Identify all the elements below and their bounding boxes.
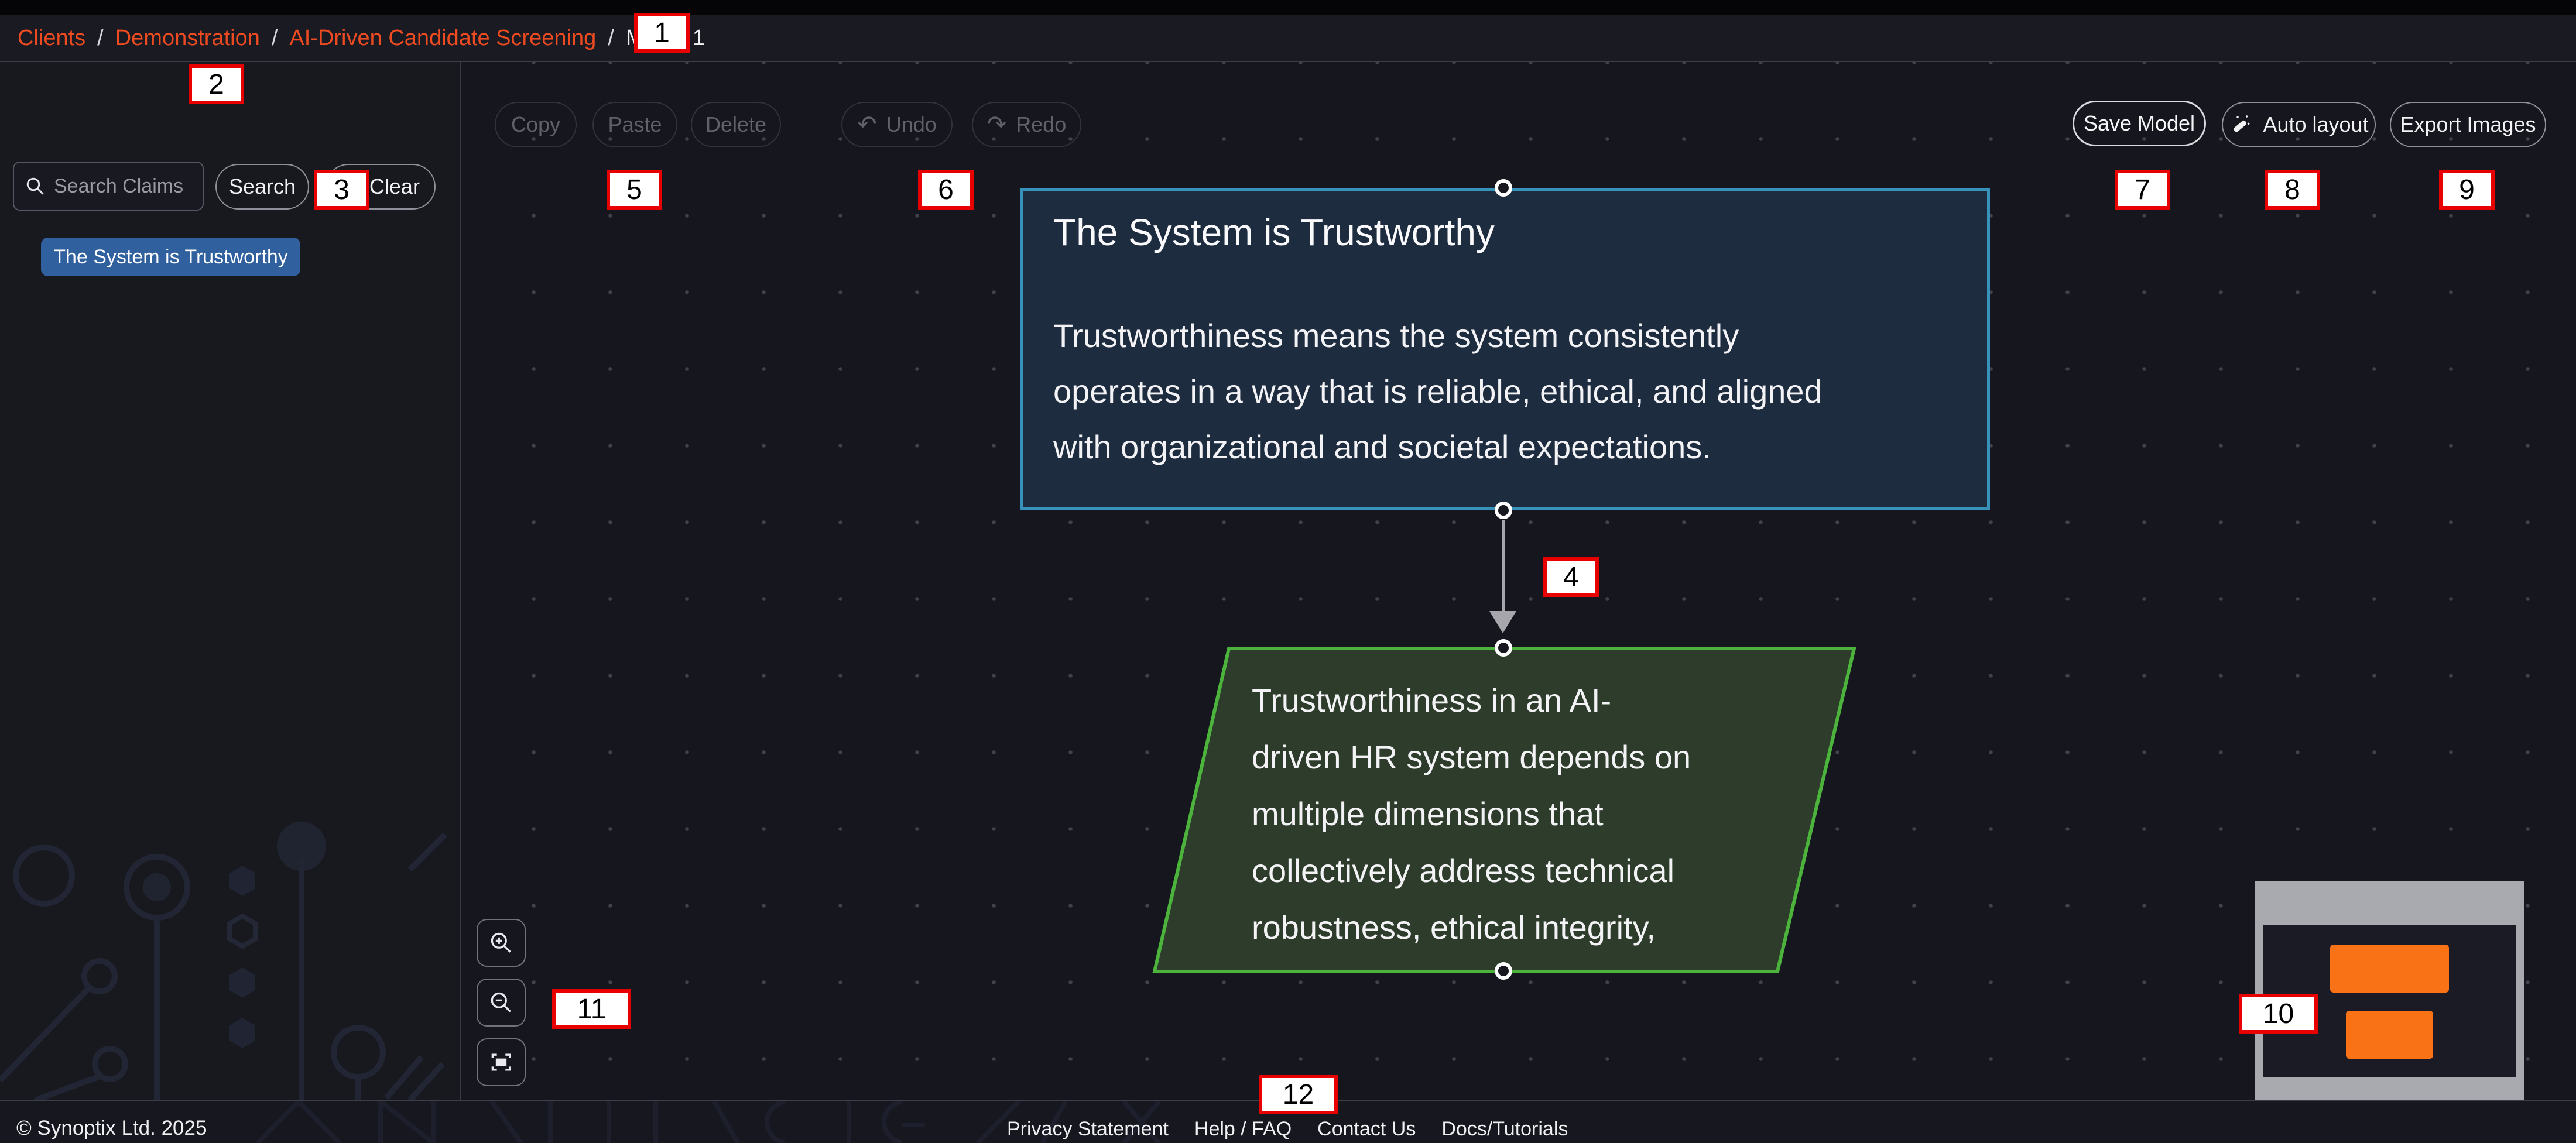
copy-label: Copy <box>511 112 561 136</box>
breadcrumb-clients[interactable]: Clients <box>18 25 86 50</box>
annotation-4: 4 <box>1543 557 1599 597</box>
premise-body-line: driven HR system depends on <box>1252 739 1691 775</box>
redo-button[interactable]: ↷ Redo <box>972 102 1081 147</box>
search-button-label: Search <box>228 174 296 198</box>
magic-wand-icon <box>2229 112 2253 137</box>
clear-button-label: Clear <box>369 174 420 198</box>
claim-bottom-handle[interactable] <box>1495 502 1512 519</box>
breadcrumb-separator: / <box>271 25 278 50</box>
footer-link-help[interactable]: Help / FAQ <box>1194 1118 1292 1140</box>
paste-button[interactable]: Paste <box>592 102 677 147</box>
zoom-out-icon <box>488 990 514 1015</box>
footer-links: Privacy Statement Help / FAQ Contact Us … <box>1007 1118 1568 1141</box>
delete-button[interactable]: Delete <box>691 102 781 147</box>
claim-node-body: Trustworthiness means the system consist… <box>1053 308 1958 475</box>
edge-line[interactable] <box>1502 520 1505 612</box>
annotation-11: 11 <box>552 989 631 1029</box>
annotation-7: 7 <box>2115 170 2170 210</box>
search-icon <box>25 176 46 197</box>
header-bar: Clients / Demonstration / AI-Driven Cand… <box>0 15 2576 61</box>
zoom-in-icon <box>488 930 514 956</box>
sidebar-claim-chip[interactable]: The System is Trustworthy <box>41 238 300 276</box>
undo-label: Undo <box>886 112 937 136</box>
circuit-decoration <box>0 822 447 1100</box>
zoom-out-button[interactable] <box>477 979 526 1027</box>
claim-body-line: operates in a way that is reliable, ethi… <box>1053 373 1823 410</box>
copyright-text: © Synoptix Ltd. 2025 <box>16 1117 207 1139</box>
save-model-button[interactable]: Save Model <box>2073 101 2206 146</box>
claim-top-handle[interactable] <box>1495 179 1512 197</box>
premise-bottom-handle[interactable] <box>1495 962 1512 980</box>
annotation-6: 6 <box>918 170 974 210</box>
auto-layout-label: Auto layout <box>2263 112 2369 136</box>
sidebar: Search ✕ Clear The System is Trustworthy <box>0 62 460 1100</box>
annotation-8: 8 <box>2265 170 2320 210</box>
premise-body-line: Trustworthiness in an AI- <box>1252 682 1612 719</box>
minimap-viewport[interactable] <box>2263 925 2516 1077</box>
search-button[interactable]: Search <box>215 164 309 210</box>
premise-top-handle[interactable] <box>1495 639 1512 657</box>
breadcrumb: Clients / Demonstration / AI-Driven Cand… <box>18 26 705 51</box>
premise-node[interactable] <box>1152 646 1858 974</box>
delete-label: Delete <box>705 112 767 136</box>
claim-node-title: The System is Trustworthy <box>1053 211 1495 253</box>
breadcrumb-demonstration[interactable]: Demonstration <box>115 25 260 50</box>
annotation-1: 1 <box>634 13 690 53</box>
save-model-label: Save Model <box>2083 111 2195 135</box>
undo-button[interactable]: ↶ Undo <box>841 102 953 147</box>
sidebar-divider <box>460 62 461 1100</box>
undo-icon: ↶ <box>857 111 877 138</box>
fit-view-button[interactable] <box>477 1038 526 1086</box>
zoom-in-button[interactable] <box>477 919 526 967</box>
copy-button[interactable]: Copy <box>495 102 577 147</box>
annotation-12: 12 <box>1259 1075 1338 1114</box>
annotation-3: 3 <box>314 170 369 210</box>
minimap-claim-node <box>2330 945 2449 993</box>
export-images-button[interactable]: Export Images <box>2390 102 2546 147</box>
premise-body-line: collectively address technical <box>1252 852 1675 889</box>
top-strip <box>0 0 2576 15</box>
breadcrumb-screening[interactable]: AI-Driven Candidate Screening <box>289 25 597 50</box>
export-images-label: Export Images <box>2400 112 2536 136</box>
header-divider <box>0 61 2576 62</box>
footer-link-docs[interactable]: Docs/Tutorials <box>1441 1118 1568 1140</box>
annotation-10: 10 <box>2239 994 2318 1034</box>
auto-layout-button[interactable]: Auto layout <box>2222 102 2376 147</box>
annotation-9: 9 <box>2439 170 2495 210</box>
claim-body-line: Trustworthiness means the system consist… <box>1053 317 1739 354</box>
annotation-5: 5 <box>607 170 662 210</box>
premise-body-line: multiple dimensions that <box>1252 795 1604 832</box>
search-box <box>13 162 204 211</box>
annotation-2: 2 <box>189 64 244 104</box>
fit-view-icon <box>488 1049 514 1075</box>
footer-link-contact[interactable]: Contact Us <box>1317 1118 1416 1140</box>
edge-arrowhead-icon <box>1489 611 1516 633</box>
search-input[interactable] <box>54 174 192 198</box>
paste-label: Paste <box>608 112 662 136</box>
redo-icon: ↷ <box>986 111 1007 138</box>
breadcrumb-separator: / <box>97 25 104 50</box>
claim-body-line: with organizational and societal expecta… <box>1053 428 1711 465</box>
breadcrumb-separator: / <box>608 25 614 50</box>
premise-body-line: robustness, ethical integrity, <box>1252 909 1656 946</box>
premise-node-body: Trustworthiness in an AI- driven HR syst… <box>1252 672 1837 956</box>
claim-node[interactable]: The System is Trustworthy Trustworthines… <box>1020 188 1990 510</box>
minimap-premise-node <box>2346 1011 2433 1059</box>
footer-link-privacy[interactable]: Privacy Statement <box>1007 1118 1169 1140</box>
redo-label: Redo <box>1016 112 1067 136</box>
